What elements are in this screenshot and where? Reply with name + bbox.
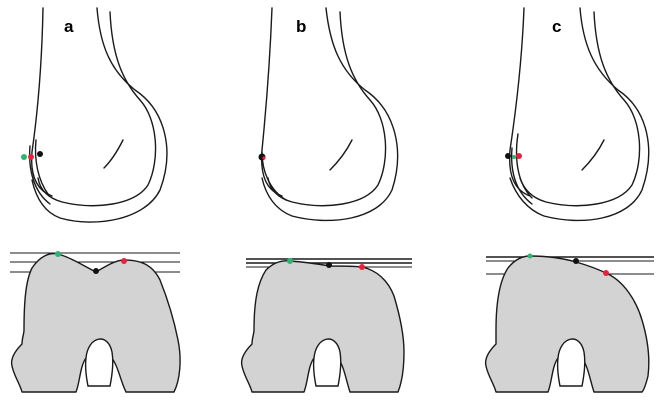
panel-c: c xyxy=(486,8,654,392)
red-marker-section-b xyxy=(359,264,365,270)
axial-section-c xyxy=(486,254,654,393)
panel-label-a: a xyxy=(64,17,74,36)
lateral-femur-a xyxy=(21,8,167,222)
lateral-femur-c xyxy=(505,8,649,220)
condyle-inner-c xyxy=(520,12,640,206)
trochlea-curve-b xyxy=(262,152,286,200)
condyle-inner-b xyxy=(268,12,386,206)
lateral-femur-b xyxy=(259,8,398,220)
axial-section-b xyxy=(242,258,412,392)
green-marker-lateral-c xyxy=(512,155,516,159)
red-marker-lateral-a xyxy=(28,154,34,160)
panel-a: a xyxy=(10,8,180,392)
green-marker-section-b xyxy=(287,258,293,264)
femur-shaft-posterior-a xyxy=(32,8,52,196)
femur-shaft-anterior-b xyxy=(262,8,398,220)
green-marker-section-c xyxy=(528,254,533,259)
black-marker-section-c xyxy=(573,258,579,264)
panel-b: b xyxy=(242,8,412,392)
green-marker-section-a xyxy=(55,251,61,257)
femur-shaft-posterior-b xyxy=(262,8,282,196)
intercondylar-notch-a xyxy=(86,339,113,386)
green-marker-lateral-a xyxy=(21,154,27,160)
femur-shaft-anterior-a xyxy=(32,8,167,222)
panel-label-b: b xyxy=(296,17,306,36)
condyle-inner-a xyxy=(38,12,156,206)
intercondylar-notch-c xyxy=(558,339,585,386)
condyle-contour-c xyxy=(582,140,604,170)
red-marker-section-c xyxy=(603,270,609,276)
red-marker-section-a xyxy=(121,258,127,264)
black-marker-lateral-c xyxy=(505,153,511,159)
red-marker-lateral-c xyxy=(516,153,522,159)
black-marker-lateral-a xyxy=(37,151,43,157)
panel-label-c: c xyxy=(552,17,561,36)
intercondylar-notch-b xyxy=(314,339,341,386)
condyle-contour-b xyxy=(330,140,352,170)
axial-section-a xyxy=(10,251,180,392)
red-marker-lateral-b xyxy=(262,156,265,159)
trochlea-curve-a xyxy=(36,140,49,194)
black-marker-section-a xyxy=(93,268,99,274)
femur-shaft-anterior-c xyxy=(510,8,649,220)
black-marker-section-b xyxy=(326,262,332,268)
condyle-contour-a xyxy=(104,140,123,168)
